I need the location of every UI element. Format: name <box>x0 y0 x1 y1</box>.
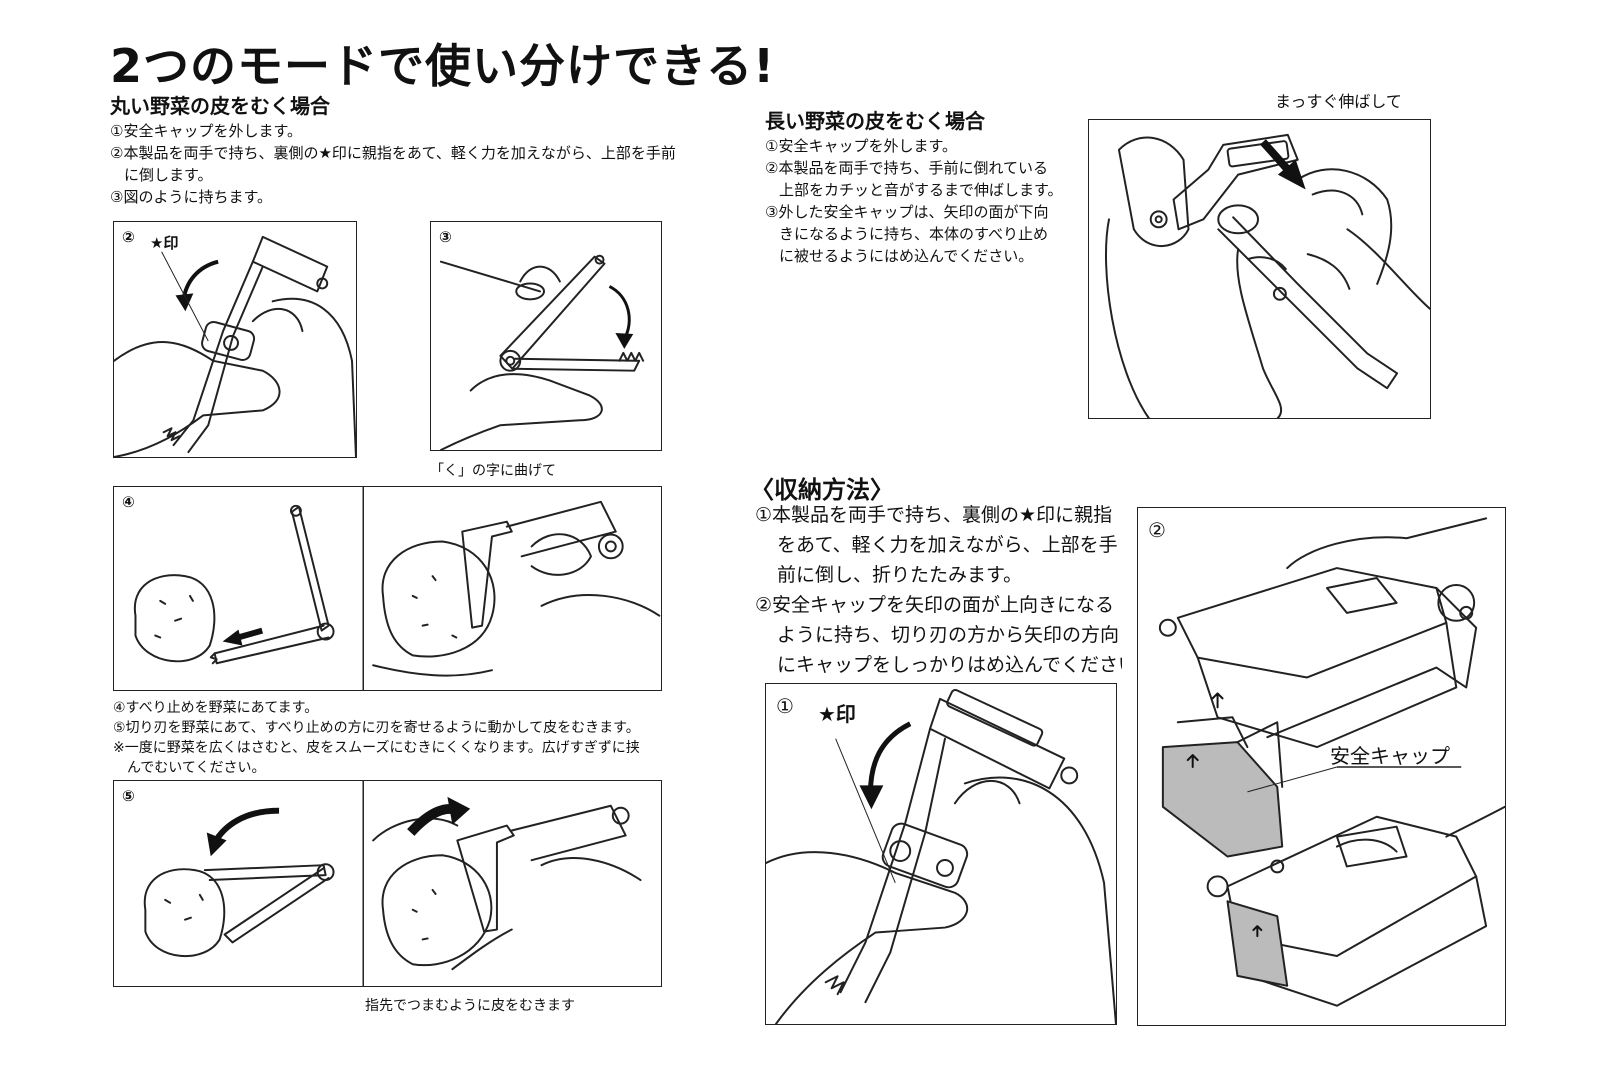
long-step-1: ①安全キャップを外します。 <box>765 137 957 155</box>
round-note-4: ④すべり止めを野菜にあてます。 <box>113 700 319 716</box>
panel-storage-1: ① ★印 <box>765 683 1117 1025</box>
long-step-3-cont-a: きになるように持ち、本体のすべり止め <box>779 225 1048 243</box>
storage-heading: 〈収納方法〉 <box>750 476 894 504</box>
round-step-3: ③図のように持ちます。 <box>110 188 272 206</box>
panel-round-5-caption: 指先でつまむように皮をむきます <box>365 998 575 1014</box>
long-step-3: ③外した安全キャップは、矢印の面が下向 <box>765 203 1049 221</box>
panel-long <box>1088 119 1431 419</box>
round-step-1: ①安全キャップを外します。 <box>110 122 302 140</box>
panel-round-3-number: ③ <box>439 228 452 246</box>
panel-round-3-caption: 「く」の字に曲げて <box>430 463 556 479</box>
long-steps: ①安全キャップを外します。 ②本製品を両手で持ち、手前に倒れている 上部をカチッ… <box>765 135 1063 267</box>
round-steps: ①安全キャップを外します。 ②本製品を両手で持ち、裏側の★印に親指をあて、軽く力… <box>110 120 676 208</box>
round-notes: ④すべり止めを野菜にあてます。 ⑤切り刃を野菜にあて、すべり止めの方に刃を寄せる… <box>113 698 640 778</box>
round-step-2: ②本製品を両手で持ち、裏側の★印に親指をあて、軽く力を加えながら、上部を手前 <box>110 144 676 162</box>
panel-round-2-number: ② <box>122 228 135 246</box>
panel-storage-2: ② 安全キャップ <box>1137 507 1506 1026</box>
main-title: 2つのモードで使い分けできる! <box>110 39 776 93</box>
panel-storage-2-number: ② <box>1148 518 1166 542</box>
storage-step-2: ②安全キャップを矢印の面が上向きになる <box>755 594 1115 616</box>
long-step-3-cont-b: に被せるようにはめ込んでください。 <box>779 247 1034 265</box>
long-step-2: ②本製品を両手で持ち、手前に倒れている <box>765 159 1048 177</box>
star-mark-label: ★印 <box>150 234 179 252</box>
long-top-caption: まっすぐ伸ばして <box>1275 92 1402 111</box>
storage-step-1-cont-b: 前に倒し、折りたたみます。 <box>777 564 1023 586</box>
storage-step-1-cont-a: をあて、軽く力を加えながら、上部を手 <box>777 534 1118 556</box>
bent-peeler-illustration <box>439 254 645 450</box>
safety-cap-label: 安全キャップ <box>1330 744 1450 768</box>
panel-round-3: ③ <box>430 221 662 451</box>
storage-star-mark-label: ★印 <box>818 702 856 726</box>
storage-step-1: ①本製品を両手で持ち、裏側の★印に親指 <box>755 504 1113 526</box>
panel-round-5: ⑤ <box>113 780 662 987</box>
fingertip-peeling-illustration <box>143 781 642 986</box>
fold-peeler-illustration <box>766 688 1116 1024</box>
panel-round-4: ④ <box>113 486 662 691</box>
extend-peeler-illustration <box>1104 133 1430 418</box>
panel-round-4-number: ④ <box>122 493 135 511</box>
round-step-2-cont: に倒します。 <box>124 166 213 184</box>
panel-round-2: ② ★印 <box>113 221 357 458</box>
long-heading: 長い野菜の皮をむく場合 <box>765 109 985 133</box>
panel-storage-1-number: ① <box>776 694 794 718</box>
storage-step-2-cont-a: ように持ち、切り刃の方から矢印の方向 <box>777 624 1120 646</box>
peeler-fold-illustration <box>114 235 356 457</box>
round-heading: 丸い野菜の皮をむく場合 <box>110 94 330 118</box>
storage-step-2-cont-b: にキャップをしっかりはめ込んでください。 <box>777 654 1122 676</box>
panel-round-5-number: ⑤ <box>122 787 135 805</box>
long-step-2-cont: 上部をカチッと音がするまで伸ばします。 <box>779 181 1063 199</box>
peel-round-vegetable-illustration <box>133 487 661 690</box>
round-note-caution-cont: んでむいてください。 <box>127 760 266 776</box>
safety-cap-illustration <box>1158 517 1505 1007</box>
storage-steps: ①本製品を両手で持ち、裏側の★印に親指 をあて、軽く力を加えながら、上部を手 前… <box>755 500 1122 680</box>
round-note-5: ⑤切り刃を野菜にあて、すべり止めの方に刃を寄せるように動かして皮をむきます。 <box>113 720 640 736</box>
round-note-caution: ※一度に野菜を広くはさむと、皮をスムーズにむきにくくなります。広げすぎずに挟 <box>113 740 640 756</box>
